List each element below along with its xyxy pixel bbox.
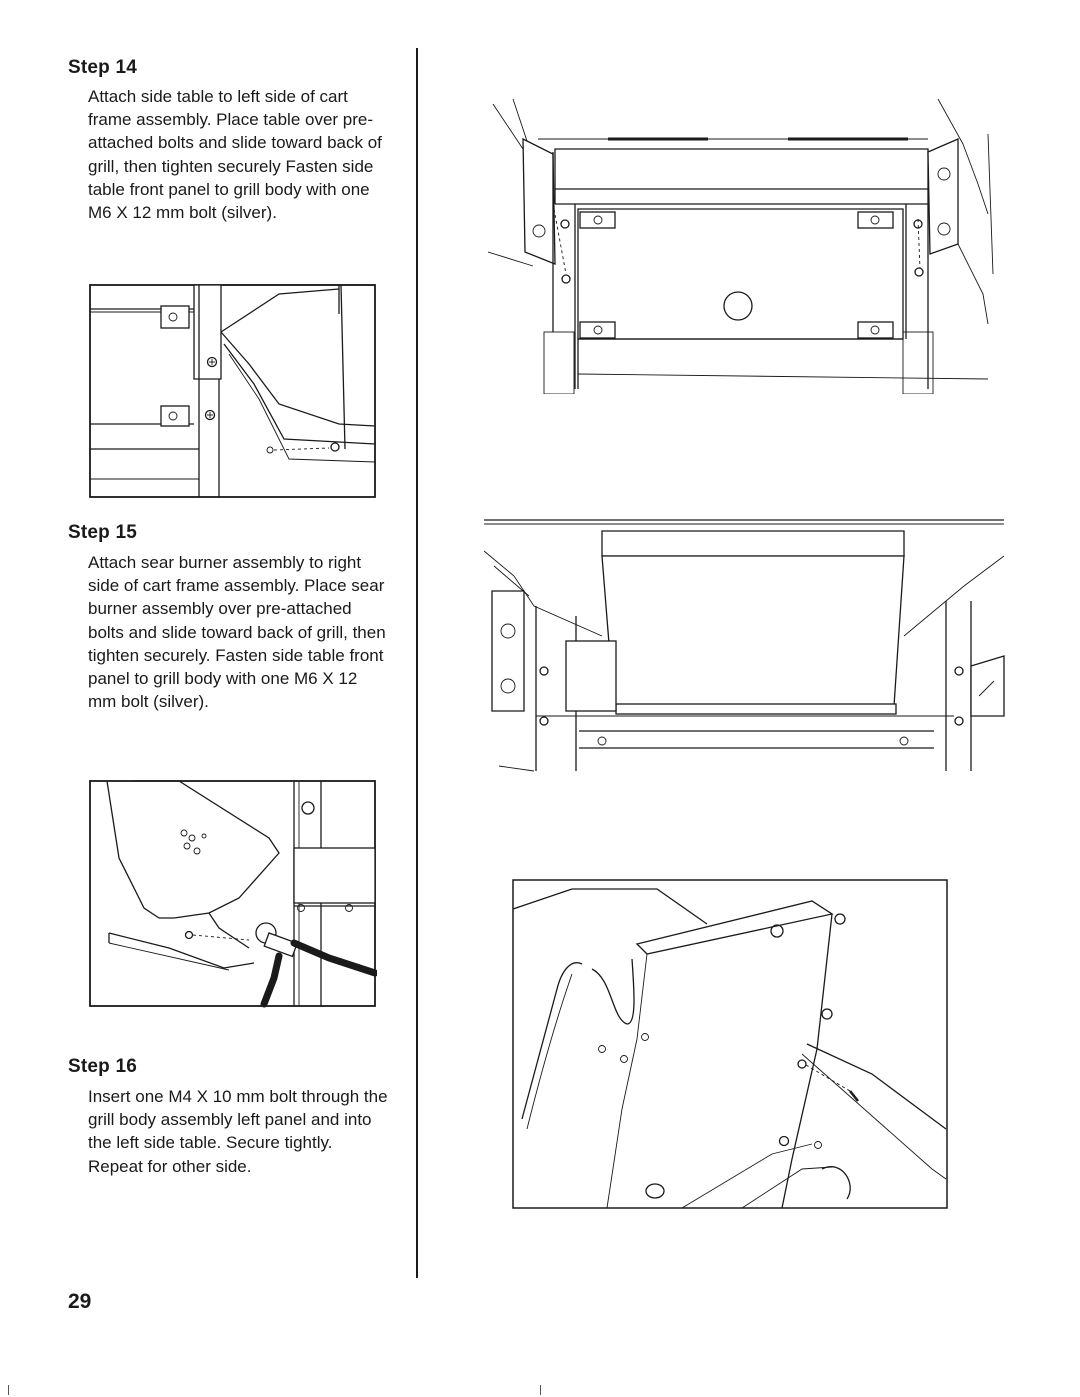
crop-mark [8,1385,9,1395]
step-15-title: Step 15 [68,522,137,543]
step-16-illustration [512,879,950,1211]
page-number: 29 [68,1290,92,1313]
step-14-detail-illustration [89,284,377,499]
step-14-title: Step 14 [68,57,137,78]
step-14-overview-illustration [488,94,998,394]
step-16-text: Insert one M4 X 10 mm bolt through the g… [88,1087,388,1176]
step-15-overview-illustration [484,516,1008,776]
step-14-text: Attach side table to left side of cart f… [88,87,382,223]
step-15-text: Attach sear burner assembly to right sid… [88,553,386,712]
step-16-title: Step 16 [68,1056,137,1077]
step-15-detail-illustration [89,778,377,1008]
crop-mark [540,1385,541,1395]
column-divider [416,48,418,1278]
